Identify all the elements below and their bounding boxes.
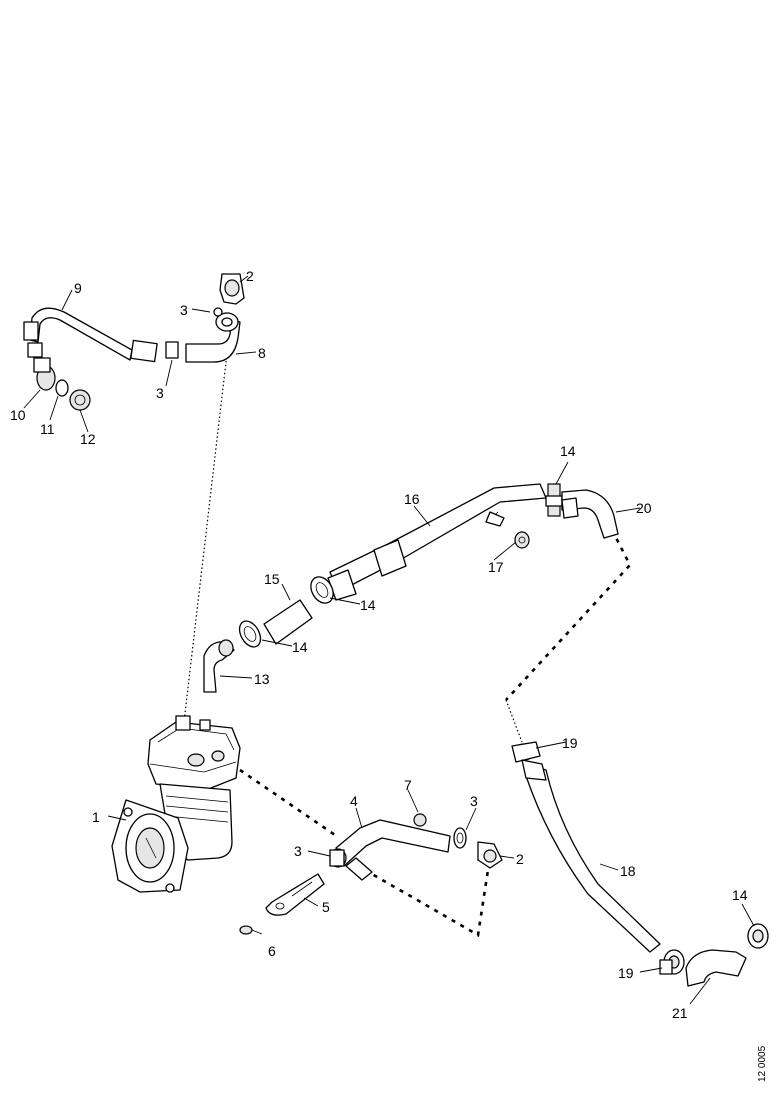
label-15: 15 (264, 571, 280, 587)
part-21-elbow (685, 949, 747, 987)
label-2-top: 2 (246, 268, 254, 284)
label-19-lower: 19 (618, 965, 634, 981)
label-20: 20 (636, 500, 652, 516)
label-3-top: 3 (180, 302, 188, 318)
label-19-upper: 19 (562, 735, 578, 751)
label-16: 16 (404, 491, 420, 507)
label-14-mid-right: 14 (360, 597, 376, 613)
label-1: 1 (92, 809, 100, 825)
part-8-elbow (185, 273, 245, 363)
connection-lines (183, 344, 632, 938)
label-3-lower-right: 3 (470, 793, 478, 809)
drawing-code: 12 0005 (757, 1045, 768, 1082)
part-16-pipe (327, 483, 547, 601)
part-20-elbow (561, 489, 619, 539)
part-19-fitting-lower (659, 949, 685, 975)
part-14-clamp-upper (545, 483, 563, 517)
part-5-bracket (265, 873, 325, 916)
part-3-ring-right (453, 827, 467, 849)
dotted-line-to-18-fitting (505, 699, 523, 743)
label-8: 8 (258, 345, 266, 361)
part-6-bolt (239, 925, 263, 935)
label-9: 9 (74, 280, 82, 296)
part-4-pipe (329, 819, 451, 881)
part-15-hose (263, 599, 313, 645)
dashed-line-4-to-2 (364, 868, 490, 938)
part-18-pipe (521, 759, 661, 953)
part-3-connector-top (165, 341, 179, 359)
label-14-mid-left: 14 (292, 639, 308, 655)
part-19-fitting-upper (511, 741, 541, 763)
part-2-fitting-right (477, 841, 503, 869)
label-14-lower: 14 (732, 887, 748, 903)
part-labels: 1 2 2 3 3 3 3 4 5 6 7 8 9 10 11 12 13 14… (10, 268, 748, 1021)
label-11: 11 (40, 421, 55, 437)
label-3-mid: 3 (156, 385, 164, 401)
part-9-pipe (23, 307, 158, 363)
label-18: 18 (620, 863, 636, 879)
label-4: 4 (350, 793, 358, 809)
label-17: 17 (488, 559, 504, 575)
part-14-clamp-lower (747, 923, 769, 949)
label-2-lower: 2 (516, 851, 524, 867)
label-14-upper: 14 (560, 443, 576, 459)
label-7: 7 (404, 777, 412, 793)
part-7-bolt (413, 813, 427, 827)
part-14-clamp-mid (238, 576, 334, 648)
label-12: 12 (80, 431, 96, 447)
label-5: 5 (322, 899, 330, 915)
label-13: 13 (254, 671, 270, 687)
part-17-nut (514, 531, 530, 549)
part-13-elbow (203, 639, 235, 693)
label-6: 6 (268, 943, 276, 959)
dashed-line-20-to-18 (505, 529, 632, 701)
part-1-compressor (111, 715, 241, 893)
label-3-lower-left: 3 (294, 843, 302, 859)
label-21: 21 (672, 1005, 688, 1021)
label-10: 10 (10, 407, 26, 423)
parts-10-11-12-fittings (33, 357, 91, 411)
dotted-line-8-to-compressor (183, 344, 229, 723)
leader-lines (23, 275, 755, 1005)
dashed-line-compressor-to-4 (239, 768, 336, 837)
